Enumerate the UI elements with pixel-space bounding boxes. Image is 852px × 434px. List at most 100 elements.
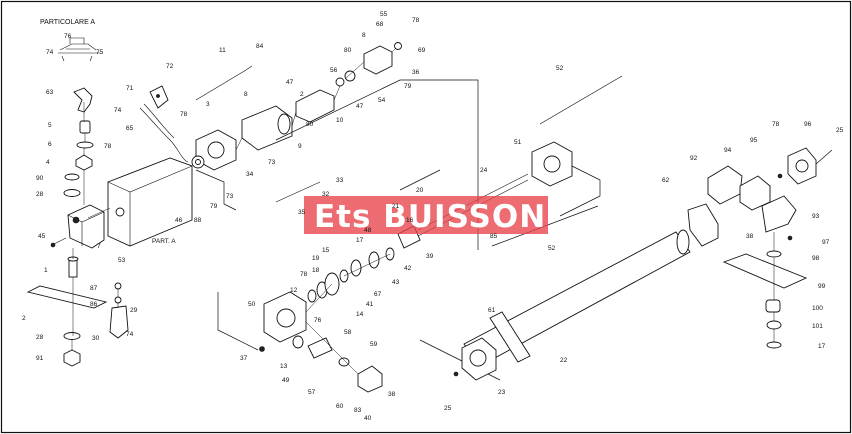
- ring-8-part: [344, 70, 356, 82]
- part-number-label: 35: [298, 209, 306, 216]
- screw-25-part: [453, 371, 459, 377]
- ring-13-part: [292, 335, 304, 349]
- part-number-label: 97: [822, 239, 830, 246]
- cap-55-part: [363, 45, 393, 75]
- part-number-label: 96: [804, 121, 812, 128]
- part-number-label: 78: [772, 121, 780, 128]
- part-number-label: 38: [746, 233, 754, 240]
- part-number-label: 99: [818, 283, 826, 290]
- part-number-label: 24: [480, 167, 488, 174]
- screw-69-part: [394, 42, 402, 50]
- part-number-label: 15: [322, 247, 330, 254]
- clip-17-part: [766, 341, 782, 349]
- watermark-group: Ets BUISSON: [304, 196, 548, 235]
- housing-block-hole: [72, 216, 80, 224]
- detail-title: PARTICOLARE A: [40, 19, 95, 26]
- cable-65b: [143, 103, 175, 139]
- part-number-label: 34: [246, 171, 254, 178]
- part-number-label: 75: [96, 49, 104, 56]
- left-assembly: [26, 87, 129, 367]
- part-number-label: 53: [118, 257, 126, 264]
- part-number-label: 101: [812, 323, 823, 330]
- part-number-label: 18: [312, 267, 320, 274]
- switch-group: [139, 85, 189, 163]
- part-number-label: 74: [126, 331, 134, 338]
- part-number-label: 33: [336, 177, 344, 184]
- bracket-93-part: [761, 195, 797, 233]
- part-number-label: 8: [244, 91, 248, 98]
- elbow-fitting-part: [73, 87, 93, 113]
- part-number-label: 55: [380, 11, 388, 18]
- part-number-label: 1: [44, 267, 48, 274]
- part-number-label: 28: [36, 334, 44, 341]
- part-number-label: 4: [46, 159, 50, 166]
- part-number-label: 19: [312, 255, 320, 262]
- ball-87-part: [114, 282, 122, 290]
- motor-axis-lines: [235, 47, 397, 151]
- motor-9-end: [277, 113, 291, 135]
- part-number-label: 52: [548, 245, 556, 252]
- part-number-label: 83: [354, 407, 362, 414]
- part-number-label: 78: [300, 271, 308, 278]
- part-number-label: 78: [412, 17, 420, 24]
- washer-part: [76, 141, 94, 149]
- part-number-label: 41: [366, 301, 374, 308]
- pin-1-part: [68, 258, 78, 278]
- part-number-label: 50: [248, 301, 256, 308]
- detail-a-sketch: [58, 37, 100, 54]
- part-number-label: 94: [724, 147, 732, 154]
- screw-45-head: [50, 242, 56, 248]
- motor-box-group: PART. A: [87, 157, 193, 247]
- part-number-label: 28: [36, 191, 44, 198]
- part-number-label: 30: [92, 335, 100, 342]
- part-number-label: 73: [268, 159, 276, 166]
- part-number-label: 98: [812, 255, 820, 262]
- tube-22-part: [463, 231, 691, 367]
- part-number-label: 87: [90, 285, 98, 292]
- washer-98-part: [766, 250, 782, 258]
- part-number-label: 86: [90, 301, 98, 308]
- washer-90-part: [64, 173, 80, 181]
- cable-65: [139, 107, 189, 163]
- ring-48-part: [350, 259, 362, 277]
- watermark-box: [304, 196, 548, 234]
- part-number-label: 6: [48, 141, 52, 148]
- part-number-label: 68: [376, 21, 384, 28]
- gearbox-group: [259, 247, 395, 393]
- nut-part: [75, 154, 93, 171]
- part-a-label: PART. A: [152, 238, 176, 245]
- part-number-label: 100: [812, 305, 823, 312]
- part-number-label: 54: [378, 97, 386, 104]
- rod-32-part: [275, 181, 321, 203]
- part-number-label: 17: [818, 343, 826, 350]
- screw-78-part: [777, 173, 783, 179]
- part-number-label: 78: [104, 143, 112, 150]
- part-number-label: 67: [374, 291, 382, 298]
- screw-45-part: [53, 237, 67, 245]
- part-number-label: 40: [364, 415, 372, 422]
- right-assembly: [687, 147, 833, 349]
- spring-80-part: [335, 77, 345, 87]
- part-number-label: 52: [556, 65, 564, 72]
- part-number-label: 20: [416, 187, 424, 194]
- part-number-label: 17: [356, 237, 364, 244]
- housing-block-part: [67, 204, 105, 249]
- screw-37-part: [259, 346, 265, 352]
- part-number-label: 80: [344, 47, 352, 54]
- part-number-label: 38: [388, 391, 396, 398]
- part-number-label: 49: [282, 377, 290, 384]
- part-number-label: 57: [308, 389, 316, 396]
- part-number-label: 37: [240, 355, 248, 362]
- part-number-label: 3: [206, 101, 210, 108]
- motor-flange-bore: [207, 141, 225, 159]
- gear-57-part: [307, 337, 333, 359]
- part-number-label: 74: [46, 49, 54, 56]
- part-number-label: 22: [560, 357, 568, 364]
- part-number-label: 76: [314, 317, 322, 324]
- part-number-label: 95: [750, 137, 758, 144]
- part-number-label: 32: [322, 191, 330, 198]
- detail-a-sketch-2: [61, 48, 93, 62]
